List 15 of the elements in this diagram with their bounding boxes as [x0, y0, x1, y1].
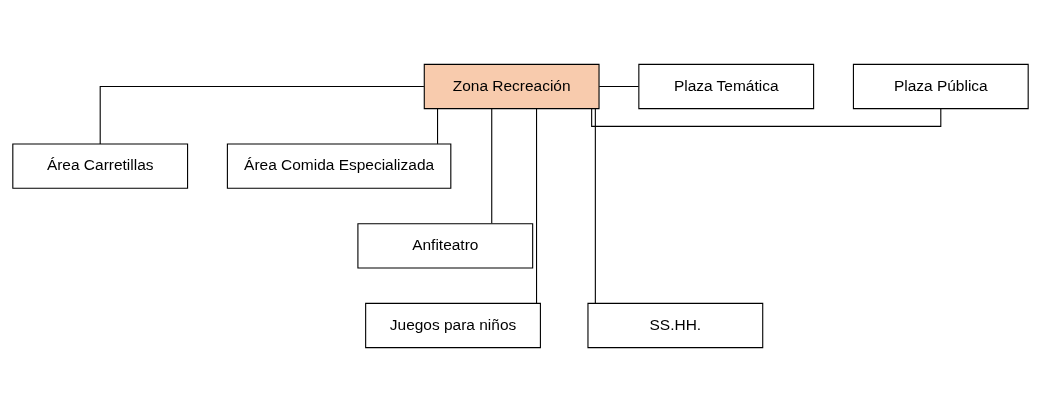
connector: [598, 86, 640, 88]
node-box: Zona Recreación: [423, 63, 600, 110]
node-box: Juegos para niños: [365, 302, 541, 349]
node-box: Plaza Temática: [638, 63, 815, 110]
node-box: Área Comida Especializada: [226, 143, 452, 189]
connector: [491, 108, 493, 224]
node-box: Área Carretillas: [12, 143, 189, 189]
node-box: Plaza Pública: [852, 63, 1029, 110]
node-box: SS.HH.: [587, 302, 764, 349]
connector: [536, 108, 538, 304]
node-box: Anfiteatro: [357, 223, 534, 269]
connector: [99, 86, 425, 145]
connector: [594, 108, 596, 304]
connector: [437, 108, 439, 145]
connector: [591, 108, 942, 127]
